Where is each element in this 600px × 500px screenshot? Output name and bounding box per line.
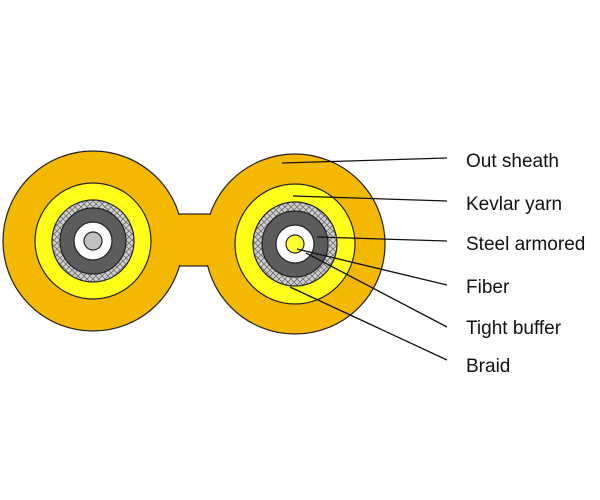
leader-fiber xyxy=(296,248,448,286)
leader-tight-buffer xyxy=(305,252,448,328)
leader-steel-armored xyxy=(316,236,448,242)
label-tight-buffer: Tight buffer xyxy=(466,318,562,339)
label-out-sheath: Out sheath xyxy=(466,151,559,172)
fiber-right xyxy=(285,234,305,254)
label-fiber: Fiber xyxy=(466,277,510,298)
sheath-bridge-fill xyxy=(150,215,230,265)
labels: Out sheath Kevlar yarn Steel armored Fib… xyxy=(466,151,585,377)
right-fiber-unit xyxy=(234,183,356,305)
label-kevlar-yarn: Kevlar yarn xyxy=(466,194,562,215)
label-steel-armored: Steel armored xyxy=(466,234,585,255)
left-fiber-unit xyxy=(34,182,152,300)
leader-kevlar-yarn xyxy=(292,195,448,202)
label-braid: Braid xyxy=(466,356,510,377)
fiber-left xyxy=(83,231,103,251)
leader-out-sheath xyxy=(281,157,448,164)
leader-braid xyxy=(289,286,448,361)
leader-lines xyxy=(281,157,448,361)
